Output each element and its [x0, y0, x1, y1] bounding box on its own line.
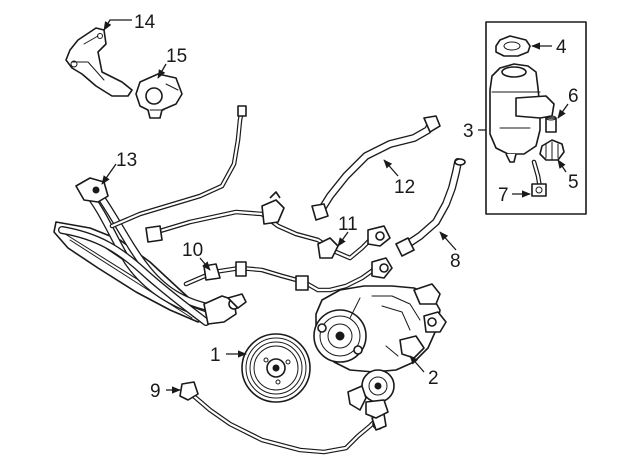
callout-label-5: 5	[568, 172, 579, 193]
pipe-part-10	[183, 257, 393, 293]
callout-9: 9	[150, 381, 181, 402]
callout-5: 5	[557, 159, 579, 193]
callout-10: 10	[182, 240, 211, 271]
pulley-part-1	[241, 333, 311, 403]
callout-label-11: 11	[338, 214, 358, 235]
callout-3: 3	[463, 121, 486, 142]
pipe-part-9	[179, 381, 387, 455]
callout-15: 15	[157, 46, 187, 79]
callout-6: 6	[557, 86, 579, 119]
callout-8: 8	[439, 231, 461, 272]
callout-2: 2	[409, 355, 439, 389]
cap-part-4	[495, 35, 531, 57]
pressure-pipe-upper	[109, 105, 247, 229]
callout-label-9: 9	[150, 381, 161, 402]
callout-label-3: 3	[463, 121, 474, 142]
sleeve-part-6	[545, 115, 557, 133]
return-hose-part-12	[311, 115, 441, 221]
callout-label-7: 7	[498, 185, 509, 206]
pump-part-2	[313, 283, 447, 419]
callout-4: 4	[531, 37, 567, 58]
callout-label-1: 1	[210, 345, 221, 366]
fitting-part-7	[531, 159, 547, 197]
callout-label-13: 13	[116, 150, 137, 171]
callout-1: 1	[210, 345, 247, 366]
callout-label-10: 10	[182, 240, 203, 261]
callout-label-6: 6	[568, 86, 579, 107]
callout-12: 12	[383, 159, 415, 198]
hose-assembly-part-13	[53, 177, 247, 326]
callout-14: 14	[103, 12, 156, 33]
bracket-part-14	[65, 27, 133, 97]
callout-label-15: 15	[166, 46, 187, 67]
reservoir-body	[489, 63, 555, 163]
callout-label-2: 2	[428, 368, 439, 389]
pipe-part-11	[145, 191, 391, 261]
callout-label-14: 14	[134, 12, 156, 33]
callout-label-12: 12	[394, 177, 415, 198]
reservoir-kit-box	[485, 21, 587, 215]
mount-part-15	[135, 73, 183, 119]
callout-11: 11	[337, 214, 358, 247]
callout-label-4: 4	[556, 37, 567, 58]
callout-7: 7	[498, 185, 531, 206]
callout-13: 13	[101, 150, 137, 185]
callout-label-8: 8	[450, 251, 461, 272]
suction-hose-part-8	[395, 158, 466, 257]
filter-part-5	[539, 139, 565, 161]
